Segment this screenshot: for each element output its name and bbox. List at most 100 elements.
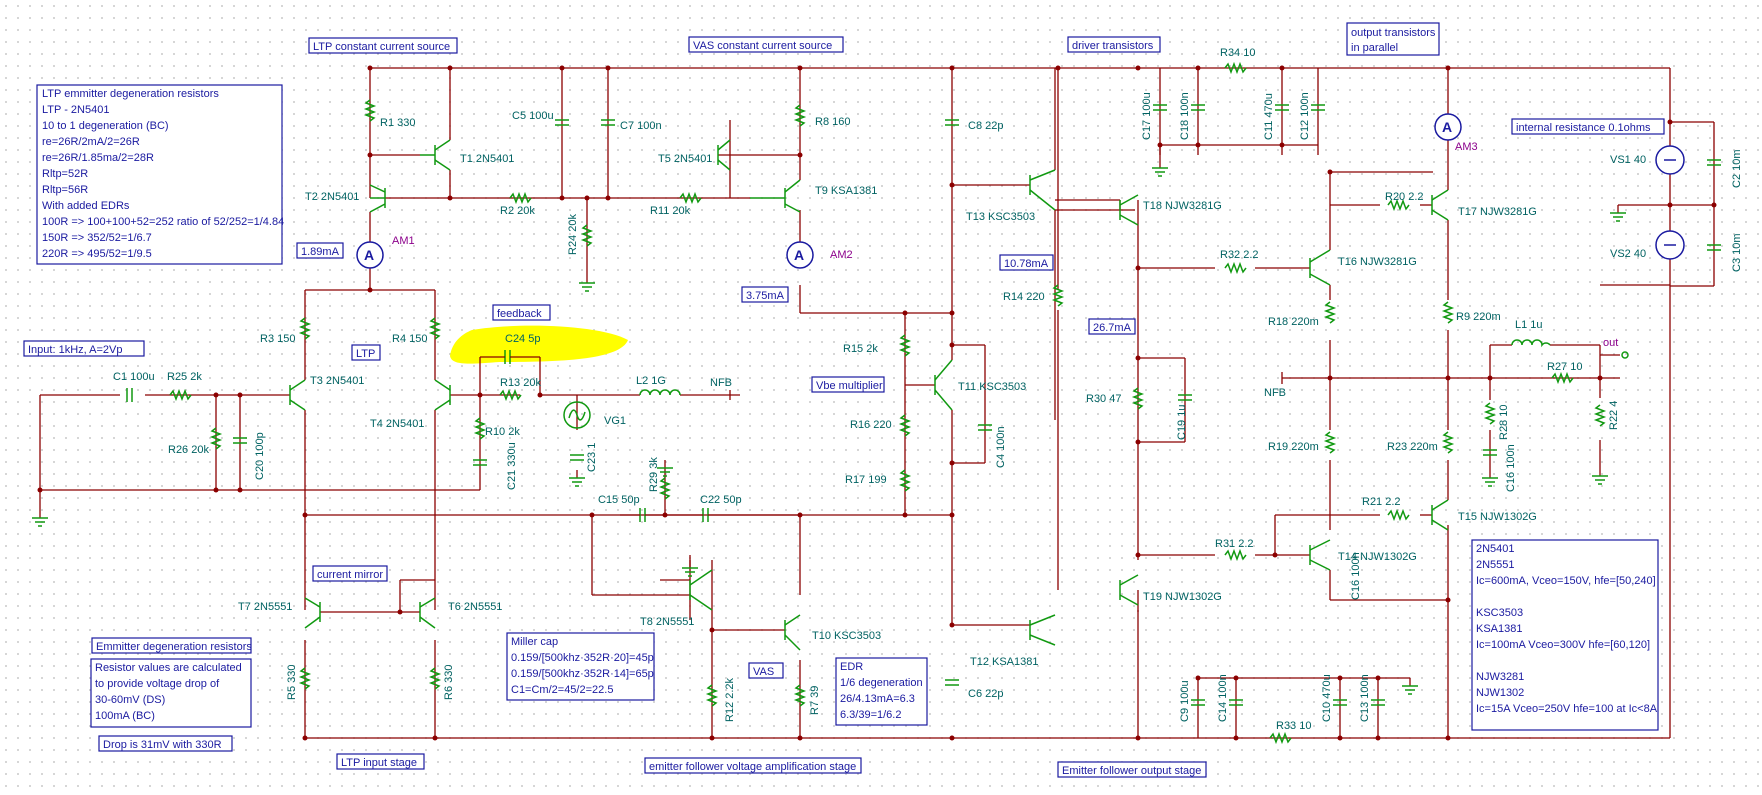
- box-ltp-edr-10: 220R => 495/52=1/9.5: [42, 248, 152, 260]
- label-C10: C10 470u: [1321, 674, 1333, 722]
- box-ltp-edr-3: re=26R/2mA/2=26R: [42, 136, 140, 148]
- label-out: out: [1603, 337, 1618, 349]
- label-R15: R15 2k: [843, 343, 878, 355]
- R4: [428, 317, 442, 340]
- R17: [898, 469, 912, 492]
- R1: [363, 99, 377, 122]
- label-T5: T5 2N5401: [658, 153, 712, 165]
- box-feedback: feedback: [497, 308, 542, 320]
- box-int-res: internal resistance 0.1ohms: [1516, 122, 1651, 134]
- label-R27: R27 10: [1547, 361, 1582, 373]
- box-am1-value: 1.89mA: [301, 246, 340, 258]
- label-R8: R8 160: [815, 116, 850, 128]
- R5: [298, 667, 312, 690]
- box-edr-note-3: 100mA (BC): [95, 710, 155, 722]
- label-R5: R5 330: [286, 665, 298, 700]
- label-C4: C4 100n: [995, 426, 1007, 468]
- box-spec-2: Ic=600mA, Vceo=150V, hfe=[50,240]: [1476, 575, 1656, 587]
- label-R22: R22 4: [1608, 401, 1620, 430]
- box-vas: VAS: [753, 666, 774, 678]
- R7: [793, 684, 807, 707]
- box-ltp-edr-8: 100R => 100+100+52=252 ratio of 52/252=1…: [42, 216, 284, 228]
- R10: [473, 417, 487, 440]
- label-R25: R25 2k: [167, 371, 202, 383]
- box-current-mirror: current mirror: [317, 569, 383, 581]
- label-R26: R26 20k: [168, 444, 209, 456]
- label-C19: C19 1u: [1176, 405, 1188, 440]
- label-R32: R32 2.2: [1220, 249, 1259, 261]
- label-C22: C22 50p: [700, 494, 742, 506]
- box-miller-1: 0.159/[500khz·352R·20]=45p: [511, 652, 654, 664]
- box-miller-0: Miller cap: [511, 636, 558, 648]
- R21: [1387, 508, 1410, 522]
- label-VG1: VG1: [604, 415, 626, 427]
- svg-text:A: A: [794, 247, 804, 263]
- box-spec-4: KSC3503: [1476, 607, 1523, 619]
- box-ef-vas: emitter follower voltage amplification s…: [649, 761, 856, 773]
- box-spec-6: Ic=100mA Vceo=300V hfe=[60,120]: [1476, 639, 1650, 651]
- R26: [209, 427, 223, 450]
- junctions: [37, 65, 1717, 741]
- box-ef-out: Emitter follower output stage: [1062, 765, 1201, 777]
- R34: [1224, 61, 1247, 75]
- box-ltp-edr-5: Rltp=52R: [42, 168, 88, 180]
- box-edr2-0: EDR: [840, 661, 863, 673]
- R11: [679, 191, 702, 205]
- label-R2: R2 20k: [500, 205, 535, 217]
- box-ltp-edr-7: With added EDRs: [42, 200, 130, 212]
- label-T4: T4 2N5401: [370, 418, 424, 430]
- label-R10: R10 2k: [485, 426, 520, 438]
- label-T2: T2 2N5401: [305, 191, 359, 203]
- R20: [1387, 198, 1410, 212]
- label-AM2: AM2: [830, 249, 853, 261]
- label-T3: T3 2N5401: [310, 375, 364, 387]
- svg-text:A: A: [1442, 119, 1452, 135]
- label-C13: C13 100n: [1359, 674, 1371, 722]
- label-R19: R19 220m: [1268, 441, 1319, 453]
- box-edr-note-2: 30-60mV (DS): [95, 694, 165, 706]
- label-NFB2: NFB: [1264, 387, 1286, 399]
- label-R31: R31 2.2: [1215, 538, 1254, 550]
- label-T14: T14 NJW1302G: [1338, 551, 1417, 563]
- label-R34: R34 10: [1220, 47, 1255, 59]
- label-C5: C5 100u: [512, 110, 554, 122]
- label-R18: R18 220m: [1268, 316, 1319, 328]
- label-T11: T11 KSC3503: [958, 381, 1026, 393]
- box-ltp-edr-0: LTP emmitter degeneration resistors: [42, 88, 219, 100]
- label-C16: C16 100n: [1505, 444, 1517, 492]
- transistors: [289, 139, 1449, 651]
- box-ltp-ccs: LTP constant current source: [313, 41, 450, 53]
- R8: [793, 104, 807, 127]
- label-C4-dummy: C16 100n: [1350, 552, 1362, 600]
- label-AM1: AM1: [392, 235, 415, 247]
- box-spec-8: NJW3281: [1476, 671, 1524, 683]
- label-T12: T12 KSA1381: [970, 656, 1039, 668]
- label-C17: C17 100u: [1141, 92, 1153, 140]
- label-C3: C3 10m: [1731, 233, 1743, 272]
- label-NFB1: NFB: [710, 377, 732, 389]
- box-vbe: Vbe multiplier: [816, 380, 883, 392]
- label-R33: R33 10: [1276, 720, 1311, 732]
- label-VS1: VS1 40: [1610, 154, 1646, 166]
- label-R24: R24 20k: [567, 214, 579, 255]
- resistors: [169, 61, 1607, 745]
- box-drop: Drop is 31mV with 330R: [103, 739, 222, 751]
- label-R9: R9 220m: [1456, 311, 1501, 323]
- label-T7: T7 2N5551: [238, 601, 292, 613]
- ammeters: A A A: [356, 113, 1462, 269]
- R13: [499, 388, 522, 402]
- label-R29: R29 3k: [648, 457, 660, 492]
- R6: [428, 667, 442, 690]
- box-edr2-1: 1/6 degeneration: [840, 677, 923, 689]
- label-R13: R13 20k: [500, 377, 541, 389]
- label-R20: R20 2.2: [1385, 191, 1424, 203]
- label-R11: R11 20k: [650, 205, 691, 217]
- label-R23: R23 220m: [1387, 441, 1438, 453]
- label-C11: C11 470u: [1263, 93, 1275, 140]
- box-edr-note-1: to provide voltage drop of: [95, 678, 220, 690]
- R2: [509, 191, 532, 205]
- box-t13-value: 10.78mA: [1004, 258, 1049, 270]
- box-miller-3: C1=Cm/2=45/2=22.5: [511, 684, 613, 696]
- label-T9: T9 KSA1381: [815, 185, 877, 197]
